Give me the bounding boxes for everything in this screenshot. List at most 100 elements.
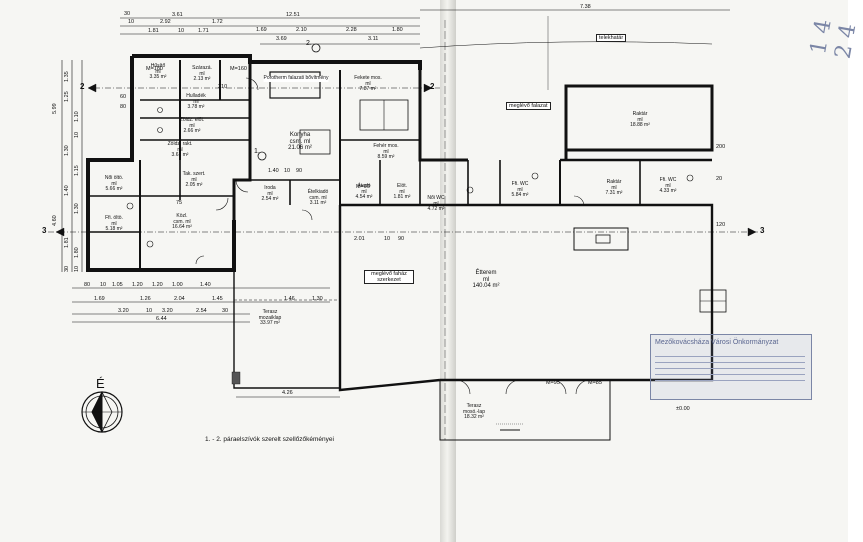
dim-small: 10 bbox=[128, 19, 135, 25]
dim-left: 10 bbox=[74, 265, 80, 272]
dim-small: 1.20 bbox=[132, 282, 143, 288]
dim-row2: 1.72 bbox=[212, 19, 223, 25]
dim-left: 1.30 bbox=[64, 145, 70, 156]
dim-inner: 90 bbox=[296, 168, 303, 174]
dim-row3: 1.81 bbox=[148, 28, 159, 34]
boundary-tag: telekhatár bbox=[596, 34, 627, 42]
chimney-number: 1. bbox=[254, 148, 260, 155]
dim-row3: 1.71 bbox=[198, 28, 209, 34]
dim-bottom: 2.04 bbox=[174, 296, 185, 302]
dim-row2: 1.80 bbox=[392, 27, 403, 33]
dim-small: 10 bbox=[100, 282, 107, 288]
porotherm-tag: Porotherm falazati bővítmény bbox=[263, 75, 329, 82]
paper-fold bbox=[440, 0, 456, 542]
dim-left: 5.99 bbox=[52, 103, 58, 114]
chimney-number: 2. bbox=[306, 40, 312, 47]
section-mark: 3 bbox=[42, 226, 47, 235]
drawing-caption: 1. - 2. páraelszívók szerelt szellőzőkém… bbox=[205, 436, 334, 443]
dim-small: 1.05 bbox=[112, 282, 123, 288]
dim-top: 3.61 bbox=[172, 12, 183, 18]
door-code: 75 bbox=[176, 200, 183, 206]
dim-left: 1.30 bbox=[74, 203, 80, 214]
dim-row2: 2.28 bbox=[346, 27, 357, 33]
door-code: M=90 bbox=[356, 184, 370, 190]
dim-inner: 90 bbox=[398, 236, 405, 242]
dim-left: 1.80 bbox=[74, 247, 80, 258]
authority-stamp: Mezőkovácsháza Városi Önkormányzat bbox=[650, 334, 812, 400]
level-mark: ±0.00 bbox=[676, 406, 690, 412]
dim-left: 1.35 bbox=[64, 71, 70, 82]
dim-inner: 10 bbox=[284, 168, 291, 174]
dim-left: 1.10 bbox=[74, 111, 80, 122]
dim-small: 1.20 bbox=[152, 282, 163, 288]
dim-row3: 3.69 bbox=[276, 36, 287, 42]
dim-small: 30 bbox=[222, 308, 229, 314]
dim-row2: 1.69 bbox=[256, 27, 267, 33]
dim-left: 1.15 bbox=[74, 165, 80, 176]
dim-bottom: 6.44 bbox=[156, 316, 167, 322]
dim-bottom: 3.20 bbox=[162, 308, 173, 314]
dim-left: 4.60 bbox=[52, 215, 58, 226]
dim-top: 7.38 bbox=[580, 4, 591, 10]
dim-small: 80 bbox=[84, 282, 91, 288]
section-mark: 2 bbox=[430, 82, 435, 91]
door-code: 80 bbox=[120, 104, 127, 110]
section-mark: 2 bbox=[80, 82, 85, 91]
dim-bottom: 3.20 bbox=[118, 308, 129, 314]
door-code: M=95 bbox=[546, 380, 560, 386]
door-code: 210 bbox=[218, 84, 228, 90]
handwritten-note: 1 4 2 4 bbox=[806, 17, 862, 61]
dim-bottom: 1.46 bbox=[284, 296, 295, 302]
door-code: M=160 bbox=[230, 66, 247, 72]
dim-row2: 2.92 bbox=[160, 19, 171, 25]
existing-timber-tag: meglévő faház szerkezet bbox=[364, 270, 414, 284]
door-code: 120 bbox=[716, 222, 726, 228]
dim-row3: 3.11 bbox=[368, 36, 379, 42]
dim-inner: 2.01 bbox=[354, 236, 365, 242]
door-code: M=85 bbox=[588, 380, 602, 386]
north-letter: É bbox=[96, 376, 105, 391]
door-code: 20 bbox=[716, 176, 723, 182]
dim-bottom: 1.26 bbox=[140, 296, 151, 302]
dim-left: 1.81 bbox=[64, 237, 70, 248]
dim-top: 12.51 bbox=[286, 12, 300, 18]
dim-small: 10 bbox=[146, 308, 153, 314]
dim-bottom: 2.54 bbox=[196, 308, 207, 314]
dim-inner: 1.40 bbox=[268, 168, 279, 174]
stamp-lines bbox=[655, 351, 805, 386]
dim-small: 1.40 bbox=[200, 282, 211, 288]
dim-bottom: 1.45 bbox=[212, 296, 223, 302]
dim-small: 10 bbox=[178, 28, 185, 34]
north-arrow bbox=[81, 391, 123, 433]
door-code: M=180 bbox=[146, 66, 163, 72]
dim-left: 1.25 bbox=[64, 91, 70, 102]
door-code: 60 bbox=[120, 94, 127, 100]
dim-left: 30 bbox=[64, 265, 70, 272]
dim-left: 10 bbox=[74, 131, 80, 138]
dim-bottom: 4.26 bbox=[282, 390, 293, 396]
